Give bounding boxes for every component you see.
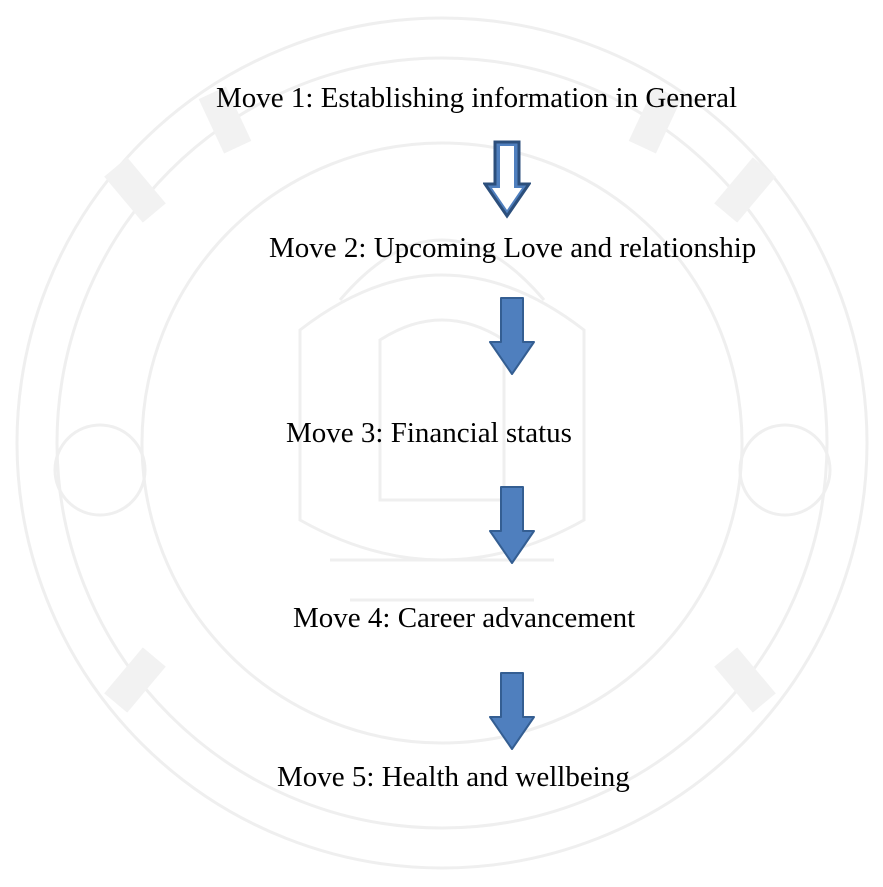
down-arrow-icon xyxy=(489,672,535,750)
move-5-label: Move 5: Health and wellbeing xyxy=(277,761,630,793)
down-arrow-icon xyxy=(489,297,535,375)
move-3-label: Move 3: Financial status xyxy=(286,417,572,449)
move-4-label: Move 4: Career advancement xyxy=(293,602,636,634)
move-2-label: Move 2: Upcoming Love and relationship xyxy=(269,232,757,264)
down-arrow-icon xyxy=(483,140,531,219)
down-arrow-icon xyxy=(489,486,535,564)
move-1-label: Move 1: Establishing information in Gene… xyxy=(216,82,738,114)
